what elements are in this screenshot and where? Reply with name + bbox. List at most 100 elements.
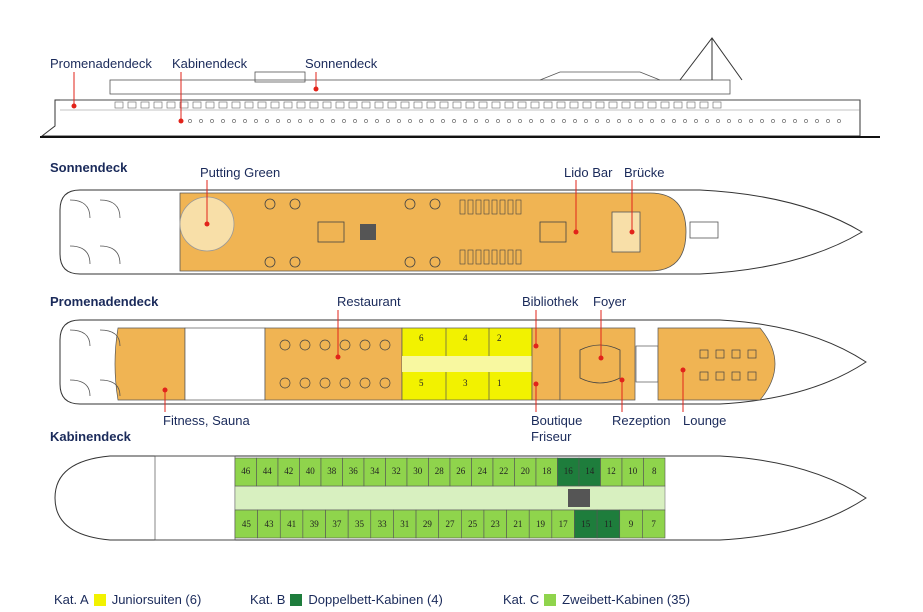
porthole bbox=[419, 119, 423, 123]
cabin-number: 27 bbox=[446, 519, 456, 529]
bridge-house bbox=[611, 211, 641, 253]
side-window bbox=[348, 101, 358, 109]
cabin bbox=[643, 457, 666, 487]
porthole bbox=[353, 119, 357, 123]
porthole bbox=[254, 119, 258, 123]
lounge-area bbox=[657, 327, 776, 401]
side-window bbox=[647, 101, 657, 109]
porthole bbox=[309, 119, 313, 123]
side-window bbox=[335, 101, 345, 109]
side-window bbox=[673, 101, 683, 109]
pin-putting-green bbox=[204, 221, 210, 227]
porthole bbox=[375, 119, 379, 123]
kab-stair bbox=[568, 489, 590, 507]
suite-number: 3 bbox=[463, 378, 468, 388]
foyer-area bbox=[559, 327, 636, 401]
porthole bbox=[606, 119, 610, 123]
sun-lounger bbox=[491, 249, 498, 265]
cabin-number: 31 bbox=[400, 519, 409, 529]
promenadendeck-plan: Promenadendeck 6 4 2 5 3 1 bbox=[50, 294, 867, 444]
porthole bbox=[749, 119, 753, 123]
cabin-number: 36 bbox=[349, 466, 359, 476]
porthole bbox=[826, 119, 830, 123]
side-window bbox=[244, 101, 254, 109]
pin-foyer bbox=[598, 355, 604, 361]
sonnendeck-deck bbox=[179, 192, 687, 272]
restaurant-area bbox=[264, 327, 403, 401]
cabin-number: 44 bbox=[263, 466, 273, 476]
suite-number: 4 bbox=[463, 333, 468, 343]
side-hull bbox=[40, 99, 861, 137]
side-window bbox=[582, 101, 592, 109]
porthole bbox=[210, 119, 214, 123]
side-window bbox=[296, 101, 306, 109]
restaurant-table bbox=[299, 377, 311, 389]
table-set bbox=[404, 256, 416, 268]
porthole bbox=[342, 119, 346, 123]
label-boutique: Boutique bbox=[531, 413, 582, 428]
side-window bbox=[127, 101, 137, 109]
porthole bbox=[672, 119, 676, 123]
porthole bbox=[276, 119, 280, 123]
porthole bbox=[331, 119, 335, 123]
porthole bbox=[243, 119, 247, 123]
side-window bbox=[205, 101, 215, 109]
cabin-number: 14 bbox=[585, 466, 595, 476]
cabin-number: 41 bbox=[287, 519, 296, 529]
restaurant-table bbox=[359, 339, 371, 351]
legend-kat-c-label: Kat. C bbox=[503, 592, 540, 607]
porthole bbox=[760, 119, 764, 123]
library-boutique-area bbox=[531, 327, 561, 401]
porthole bbox=[573, 119, 577, 123]
label-foyer: Foyer bbox=[593, 294, 627, 309]
cabin-number: 18 bbox=[542, 466, 552, 476]
sundeck-furniture bbox=[264, 198, 567, 268]
lounge-chair bbox=[699, 371, 709, 381]
legend-kat-a-label: Kat. A bbox=[54, 592, 89, 607]
porthole bbox=[441, 119, 445, 123]
sonnendeck-plan: Sonnendeck Putting Green Lido Bar Brücke bbox=[50, 160, 863, 275]
label-rezeption: Rezeption bbox=[612, 413, 671, 428]
cabin-number: 33 bbox=[378, 519, 388, 529]
pin-restaurant bbox=[335, 354, 341, 360]
side-window bbox=[504, 101, 514, 109]
cabin-number: 39 bbox=[310, 519, 320, 529]
side-window bbox=[361, 101, 371, 109]
label-fitness-sauna: Fitness, Sauna bbox=[163, 413, 250, 428]
porthole bbox=[397, 119, 401, 123]
cabin-number: 45 bbox=[242, 519, 252, 529]
side-window bbox=[686, 101, 696, 109]
sun-lounger bbox=[459, 249, 466, 265]
bow-equipment bbox=[689, 221, 719, 239]
bar-counter bbox=[539, 221, 567, 243]
sun-lounger bbox=[499, 249, 506, 265]
cabin-number: 22 bbox=[499, 466, 508, 476]
porthole bbox=[408, 119, 412, 123]
porthole bbox=[727, 119, 731, 123]
side-window bbox=[270, 101, 280, 109]
porthole bbox=[529, 119, 533, 123]
side-window bbox=[465, 101, 475, 109]
sun-lounger bbox=[507, 199, 514, 215]
label-putting-green: Putting Green bbox=[200, 165, 280, 180]
porthole bbox=[540, 119, 544, 123]
cabin-number: 11 bbox=[604, 519, 613, 529]
side-window bbox=[699, 101, 709, 109]
restaurant-table bbox=[279, 339, 291, 351]
pin-lido-bar bbox=[573, 229, 579, 235]
legend-item-kat-b: Kat. B Doppelbett-Kabinen (4) bbox=[250, 592, 443, 607]
lounge-chair bbox=[747, 371, 757, 381]
bar-counter bbox=[317, 221, 345, 243]
side-sundeck-rail bbox=[109, 79, 731, 95]
legend-kat-c-swatch bbox=[544, 593, 557, 606]
side-window bbox=[660, 101, 670, 109]
side-window bbox=[517, 101, 527, 109]
cabin-number: 23 bbox=[491, 519, 501, 529]
sun-lounger bbox=[467, 249, 474, 265]
lifeboat-davits bbox=[69, 199, 121, 265]
cabin-number: 25 bbox=[468, 519, 478, 529]
porthole bbox=[452, 119, 456, 123]
porthole bbox=[639, 119, 643, 123]
lounge-chair bbox=[715, 371, 725, 381]
